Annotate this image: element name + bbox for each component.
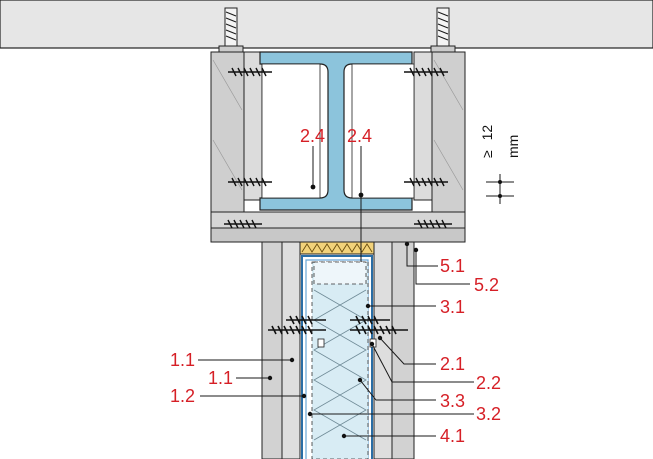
ceiling-anchor-left (218, 7, 244, 55)
cladding-screws (224, 67, 452, 229)
label-4-1: 4.1 (440, 426, 465, 446)
wall-screws (268, 315, 408, 335)
steel-i-beam (259, 51, 413, 211)
seal-strip (299, 241, 375, 255)
ceiling-slab (0, 0, 653, 49)
dimension-unit: mm (505, 135, 521, 158)
void-left (261, 63, 321, 199)
top-insulation-cap (313, 261, 367, 285)
dimension-symbol: ≥ (479, 150, 495, 158)
label-1-1-lower: 1.1 (208, 368, 233, 388)
void-right (351, 63, 415, 199)
beam-cladding-boards (210, 51, 466, 243)
leaders-right (307, 241, 474, 439)
label-1-2: 1.2 (170, 386, 195, 406)
label-2-4-left: 2.4 (300, 126, 325, 146)
clip-left (317, 338, 325, 348)
label-1-1-upper: 1.1 (170, 350, 195, 370)
label-2-4-right: 2.4 (347, 126, 372, 146)
label-3-3: 3.3 (440, 391, 465, 411)
label-5-2: 5.2 (474, 275, 499, 295)
dimension-value: 12 (479, 125, 495, 141)
dimension-text: ≥ 12 (479, 125, 495, 158)
label-3-1: 3.1 (440, 297, 465, 317)
label-2-2: 2.2 (476, 373, 501, 393)
wall-boards (261, 241, 415, 459)
leaders-left (198, 357, 307, 399)
leaders-2-4 (310, 146, 364, 262)
dimension-marker (486, 174, 514, 204)
label-2-1: 2.1 (440, 354, 465, 374)
label-3-2: 3.2 (476, 404, 501, 424)
label-5-1: 5.1 (440, 256, 465, 276)
insulation-core (311, 261, 369, 459)
seal-zigzag (301, 243, 373, 253)
